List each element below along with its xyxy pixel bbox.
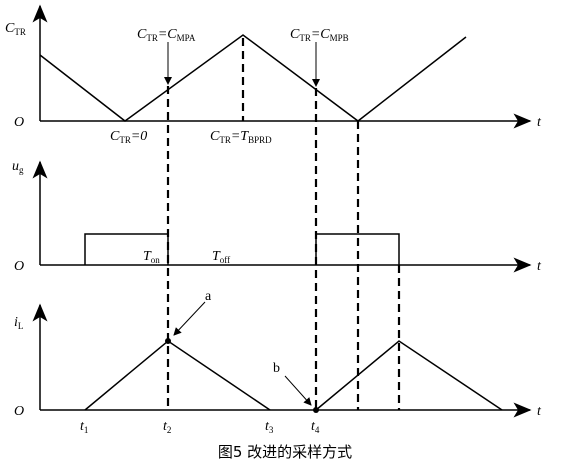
origin-label-counter: O — [14, 115, 24, 130]
panel-inductor-current: iL O t a b t1 t2 t3 t4 — [14, 289, 542, 435]
label-point-a: a — [205, 289, 212, 304]
y-label-current: iL — [14, 315, 23, 331]
y-label-gate: ug — [12, 159, 24, 175]
current-waveform-1 — [84, 340, 271, 411]
arrow-point-a — [173, 301, 206, 336]
label-ctr-eq-cmpa: CTR=CMPA — [137, 27, 196, 43]
x-label-counter: t — [537, 115, 542, 130]
panel-gate: ug O t Ton Toff — [12, 159, 542, 274]
label-ton: Ton — [143, 249, 160, 265]
tick-t4: t4 — [311, 419, 320, 435]
figure-caption: 图5 改进的采样方式 — [218, 443, 352, 461]
x-label-gate: t — [537, 259, 542, 274]
panel-counter: CTR O t CTR=CMPA CTR=CMPB CTR=0 CTR=TBPR… — [5, 4, 542, 145]
x-label-current: t — [537, 404, 542, 419]
sample-point-b — [313, 407, 319, 413]
y-label-counter: CTR — [5, 21, 26, 37]
tick-t1: t1 — [80, 419, 88, 435]
tick-t3: t3 — [265, 419, 274, 435]
label-ctr-eq-zero: CTR=0 — [110, 129, 147, 145]
guide-lines — [166, 38, 401, 410]
tick-t2: t2 — [163, 419, 171, 435]
arrow-point-b — [284, 375, 312, 406]
origin-label-current: O — [14, 404, 24, 419]
label-ctr-eq-tbprd: CTR=TBPRD — [210, 129, 272, 145]
origin-label-gate: O — [14, 259, 24, 274]
label-toff: Toff — [212, 249, 230, 265]
label-point-b: b — [273, 361, 280, 376]
label-ctr-eq-cmpb: CTR=CMPB — [290, 27, 349, 43]
counter-waveform — [39, 34, 467, 122]
current-waveform-2 — [315, 340, 503, 411]
